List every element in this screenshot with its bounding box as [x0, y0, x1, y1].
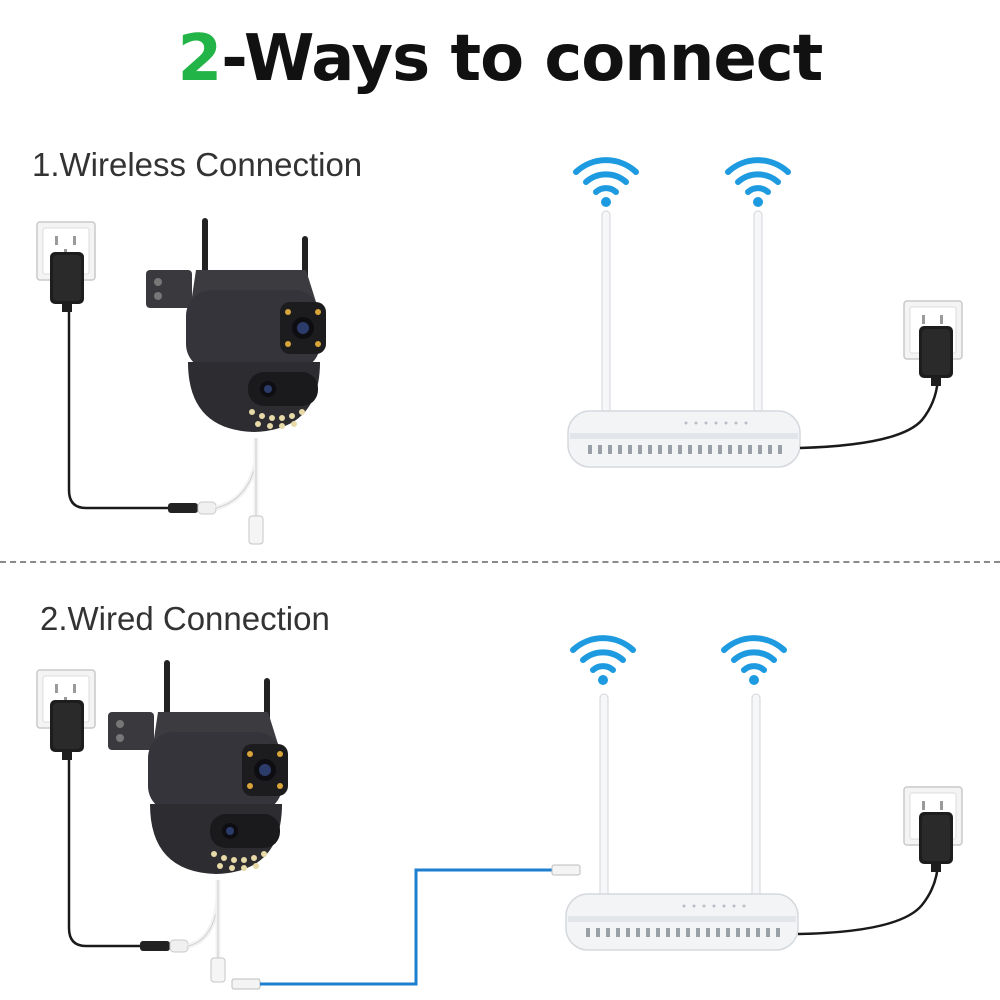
rj45-plug-icon	[551, 864, 581, 876]
router-icon	[565, 893, 799, 951]
wired-scene	[36, 638, 963, 990]
router-power-cable	[799, 373, 940, 450]
rj45-plug-icon	[231, 978, 261, 990]
dc-plug-icon	[140, 941, 170, 951]
title-text: -Ways to connect	[221, 22, 823, 96]
power-cable	[67, 760, 142, 948]
ethernet-cable	[260, 868, 554, 986]
security-camera-icon	[108, 660, 288, 874]
router-power-cable	[797, 859, 940, 936]
security-camera-icon	[146, 218, 326, 432]
camera-pigtail-cable	[215, 438, 259, 511]
router-antenna-icon	[601, 210, 763, 418]
camera-lan-port-icon	[248, 515, 264, 545]
power-cable	[67, 312, 170, 510]
router-icon	[567, 410, 801, 468]
camera-pigtail-cable	[187, 880, 221, 949]
section-label-wired: 2.Wired Connection	[40, 600, 330, 637]
power-adapter-icon	[50, 700, 84, 760]
camera-lan-port-icon	[210, 957, 226, 983]
power-adapter-icon	[50, 252, 84, 312]
power-adapter-icon	[919, 326, 953, 386]
section-divider	[0, 561, 1000, 563]
section-label-wireless: 1.Wireless Connection	[32, 146, 363, 183]
page-title: 2-Ways to connect	[0, 22, 1000, 96]
dc-plug-icon	[168, 503, 198, 513]
title-number: 2	[177, 22, 223, 96]
wifi-icon	[573, 638, 633, 685]
wifi-icon	[576, 160, 636, 207]
wireless-scene	[36, 160, 963, 545]
wifi-icon	[724, 638, 784, 685]
wifi-icon	[728, 160, 788, 207]
power-adapter-icon	[919, 812, 953, 872]
router-antenna-icon	[599, 693, 761, 901]
